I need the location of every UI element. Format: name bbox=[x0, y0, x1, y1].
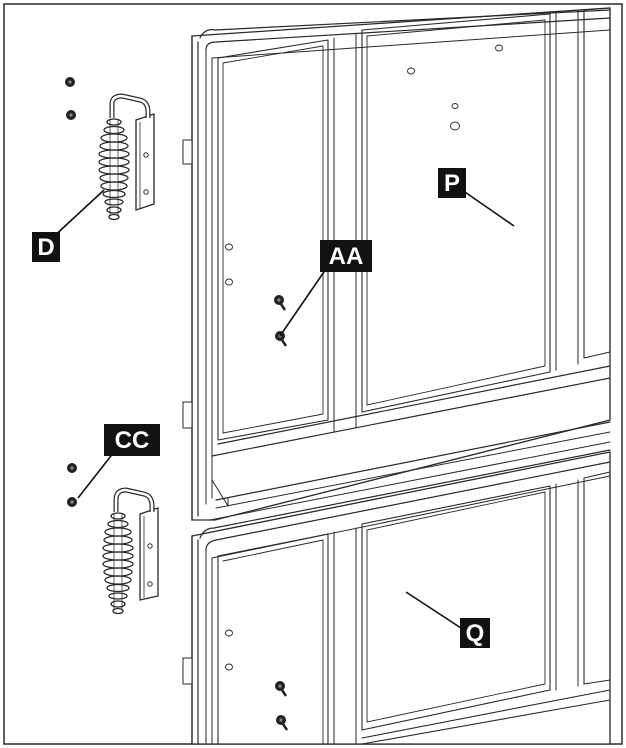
callout-cc: CC bbox=[104, 424, 160, 456]
hinge-stub-middle bbox=[182, 401, 193, 429]
screws-d bbox=[65, 77, 76, 120]
callout-d-label: D bbox=[37, 234, 54, 261]
callout-p: P bbox=[438, 168, 466, 198]
spring-hinge-cc bbox=[102, 487, 159, 615]
upper-door-panel bbox=[182, 7, 611, 521]
screws-lower-panel bbox=[275, 681, 289, 731]
screws-aa bbox=[274, 295, 288, 347]
spring-hinge-d bbox=[98, 93, 155, 221]
pilot-holes-top bbox=[225, 44, 503, 286]
callout-cc-label: CC bbox=[115, 427, 150, 454]
lower-door-panel bbox=[182, 449, 611, 745]
callout-q: Q bbox=[460, 618, 490, 648]
callout-p-label: P bbox=[444, 170, 460, 197]
leader-lines bbox=[49, 189, 515, 631]
pilot-holes-bottom bbox=[225, 629, 233, 671]
callout-q-label: Q bbox=[466, 620, 485, 647]
callout-aa-label: AA bbox=[329, 243, 364, 270]
callout-aa: AA bbox=[320, 240, 372, 272]
screws-cc bbox=[67, 463, 77, 507]
callout-d: D bbox=[32, 232, 60, 262]
hinge-stub-lower bbox=[182, 657, 193, 685]
hinge-stub-upper bbox=[182, 139, 193, 165]
